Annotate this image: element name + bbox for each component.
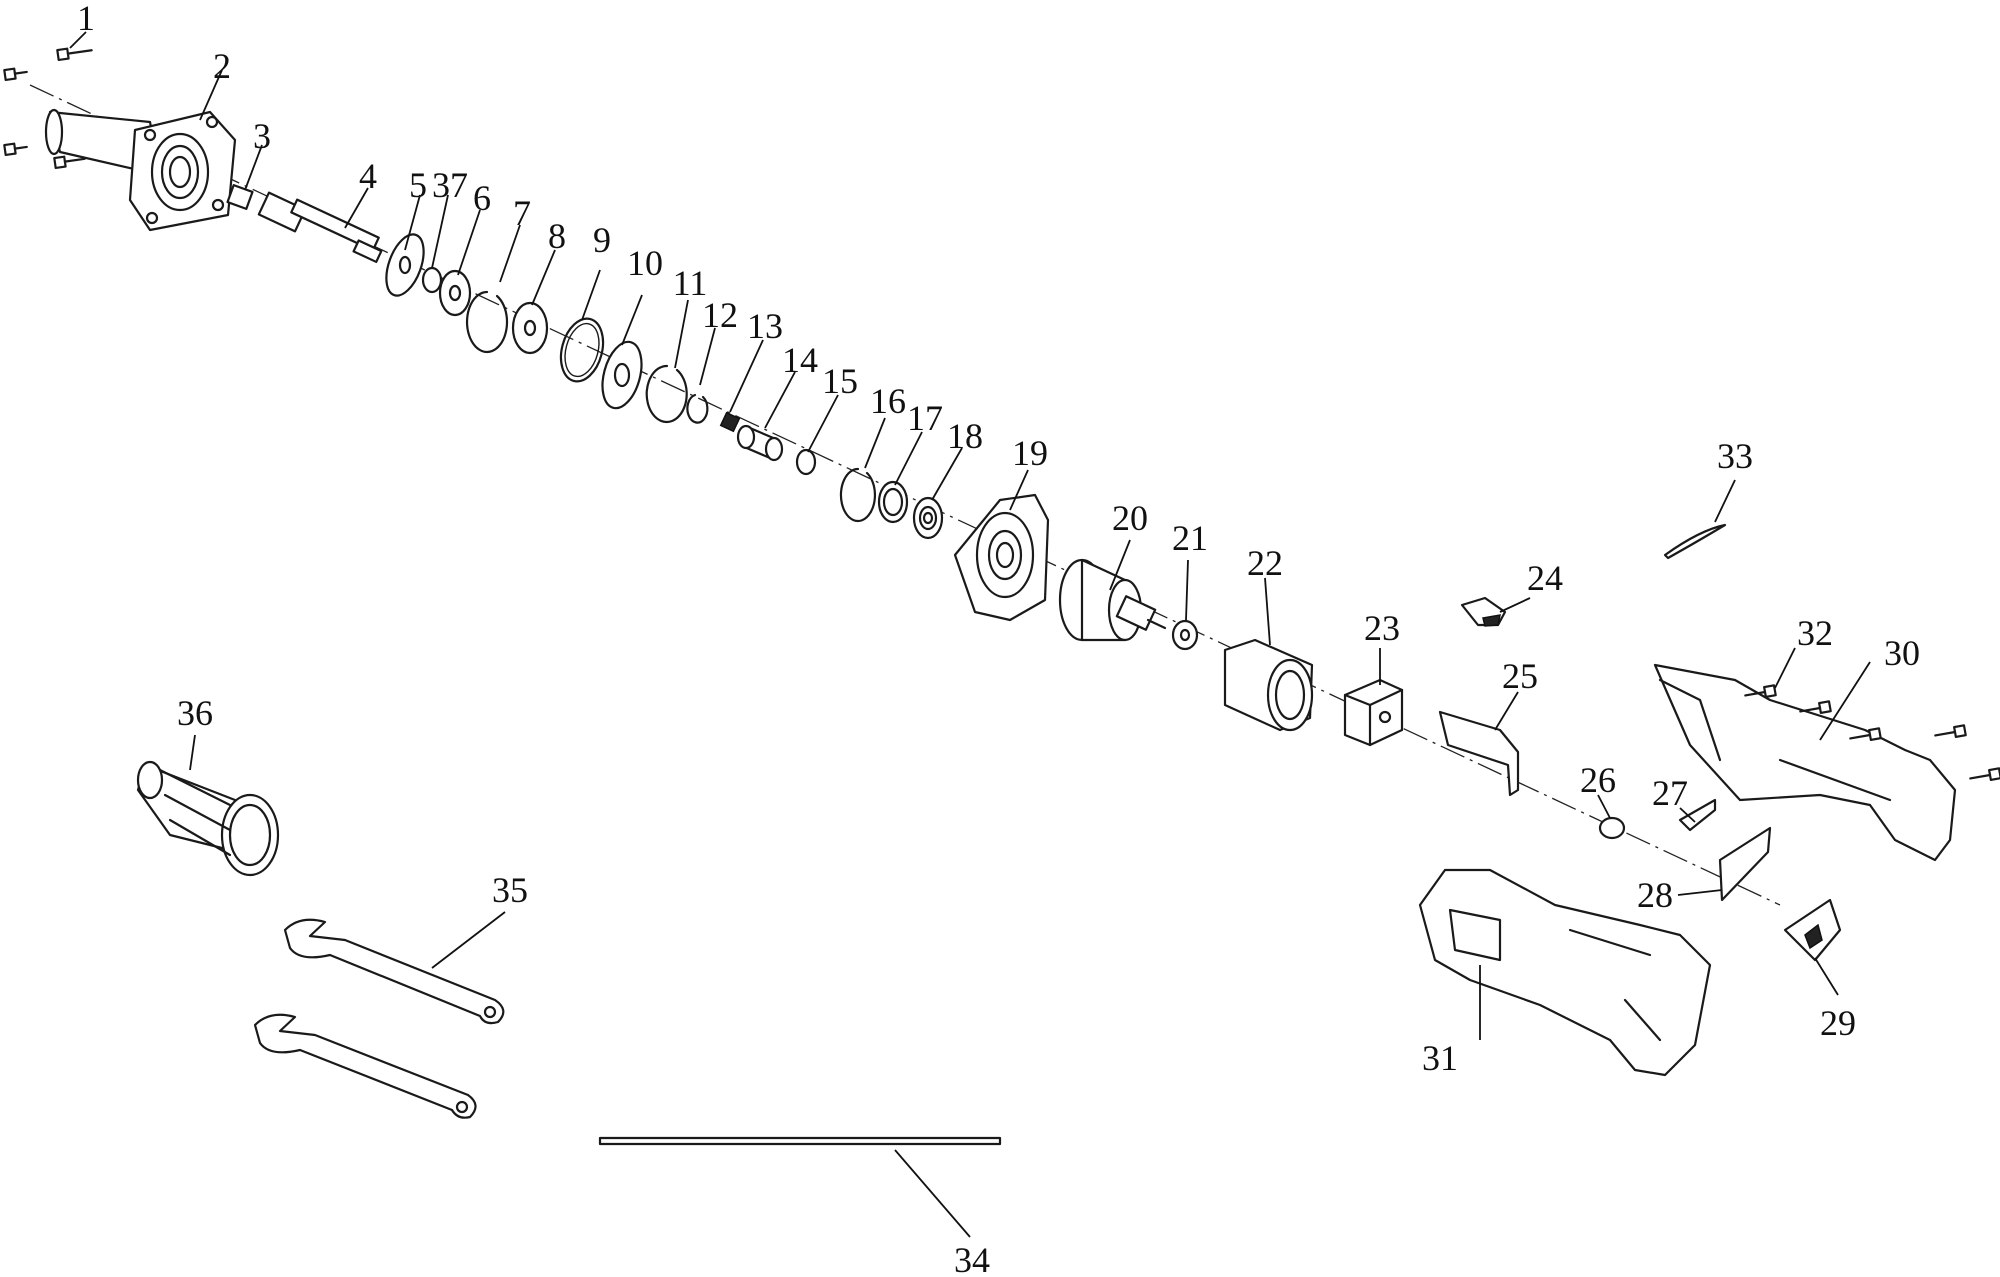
part-29-battery-contact xyxy=(1783,898,1842,962)
part-14-bushing xyxy=(736,424,784,462)
part-37-ring xyxy=(421,266,443,294)
callout-labels: 1 2 3 4 5 37 6 7 8 9 10 11 12 13 14 15 1… xyxy=(77,0,1920,1277)
part-16-circlip xyxy=(839,467,877,523)
part-21-washer xyxy=(1171,619,1199,651)
label-25: 25 xyxy=(1502,656,1538,696)
label-17: 17 xyxy=(907,398,943,438)
label-26: 26 xyxy=(1580,760,1616,800)
part-28-label xyxy=(1718,826,1772,902)
part-27-lever xyxy=(1678,798,1717,832)
part-13-spring xyxy=(719,411,741,433)
label-34: 34 xyxy=(954,1240,990,1277)
part-36-grip-sleeve xyxy=(136,760,280,877)
part-25-slide-bar xyxy=(1438,710,1520,797)
label-10: 10 xyxy=(627,243,663,283)
label-18: 18 xyxy=(947,416,983,456)
part-32-screws xyxy=(1744,684,2000,782)
part-18-bearing xyxy=(912,496,944,540)
label-2: 2 xyxy=(213,46,231,86)
part-10-washer xyxy=(601,340,643,410)
label-14: 14 xyxy=(782,340,818,380)
label-27: 27 xyxy=(1652,773,1688,813)
part-6-washer xyxy=(438,269,472,317)
part-5-washer xyxy=(385,233,425,297)
part-3-nut xyxy=(226,184,254,210)
label-3: 3 xyxy=(253,116,271,156)
label-16: 16 xyxy=(870,381,906,421)
label-1: 1 xyxy=(77,0,95,38)
part-15-ring xyxy=(795,448,817,476)
label-20: 20 xyxy=(1112,498,1148,538)
part-9-o-ring xyxy=(559,317,605,383)
label-21: 21 xyxy=(1172,518,1208,558)
part-20-armature xyxy=(1058,558,1167,642)
label-22: 22 xyxy=(1247,543,1283,583)
part-33-strip xyxy=(1663,523,1727,560)
part-2-front-housing xyxy=(44,108,237,232)
label-8: 8 xyxy=(548,216,566,256)
part-22-stator xyxy=(1223,638,1314,732)
label-15: 15 xyxy=(822,361,858,401)
label-35: 35 xyxy=(492,870,528,910)
leader-lines xyxy=(69,31,1871,1238)
label-19: 19 xyxy=(1012,433,1048,473)
label-24: 24 xyxy=(1527,558,1563,598)
label-11: 11 xyxy=(673,263,708,303)
part-1-screws xyxy=(3,47,93,170)
label-31: 31 xyxy=(1422,1038,1458,1078)
part-12-clip xyxy=(686,393,709,424)
label-9: 9 xyxy=(593,220,611,260)
label-6: 6 xyxy=(473,178,491,218)
part-26-bushing xyxy=(1598,816,1626,840)
part-19-bearing-plate xyxy=(953,493,1050,622)
label-29: 29 xyxy=(1820,1003,1856,1043)
label-7: 7 xyxy=(513,193,531,233)
label-30: 30 xyxy=(1884,633,1920,673)
part-30-housing-right xyxy=(1653,663,1957,862)
label-36: 36 xyxy=(177,693,213,733)
label-12: 12 xyxy=(702,295,738,335)
part-17-ring xyxy=(877,480,909,524)
part-34-rod xyxy=(598,1136,1002,1146)
label-33: 33 xyxy=(1717,436,1753,476)
part-31-housing-left xyxy=(1418,868,1712,1077)
label-32: 32 xyxy=(1797,613,1833,653)
label-5: 5 xyxy=(409,165,427,205)
label-28: 28 xyxy=(1637,875,1673,915)
part-8-washer xyxy=(511,301,549,355)
label-37: 37 xyxy=(432,165,468,205)
part-4-spindle xyxy=(257,191,383,264)
label-4: 4 xyxy=(359,156,377,196)
part-7-circlip xyxy=(465,290,509,354)
label-23: 23 xyxy=(1364,608,1400,648)
part-24-switch-button xyxy=(1460,596,1507,627)
part-35-wrenches xyxy=(253,918,505,1119)
label-13: 13 xyxy=(747,306,783,346)
part-11-circlip xyxy=(645,364,688,424)
